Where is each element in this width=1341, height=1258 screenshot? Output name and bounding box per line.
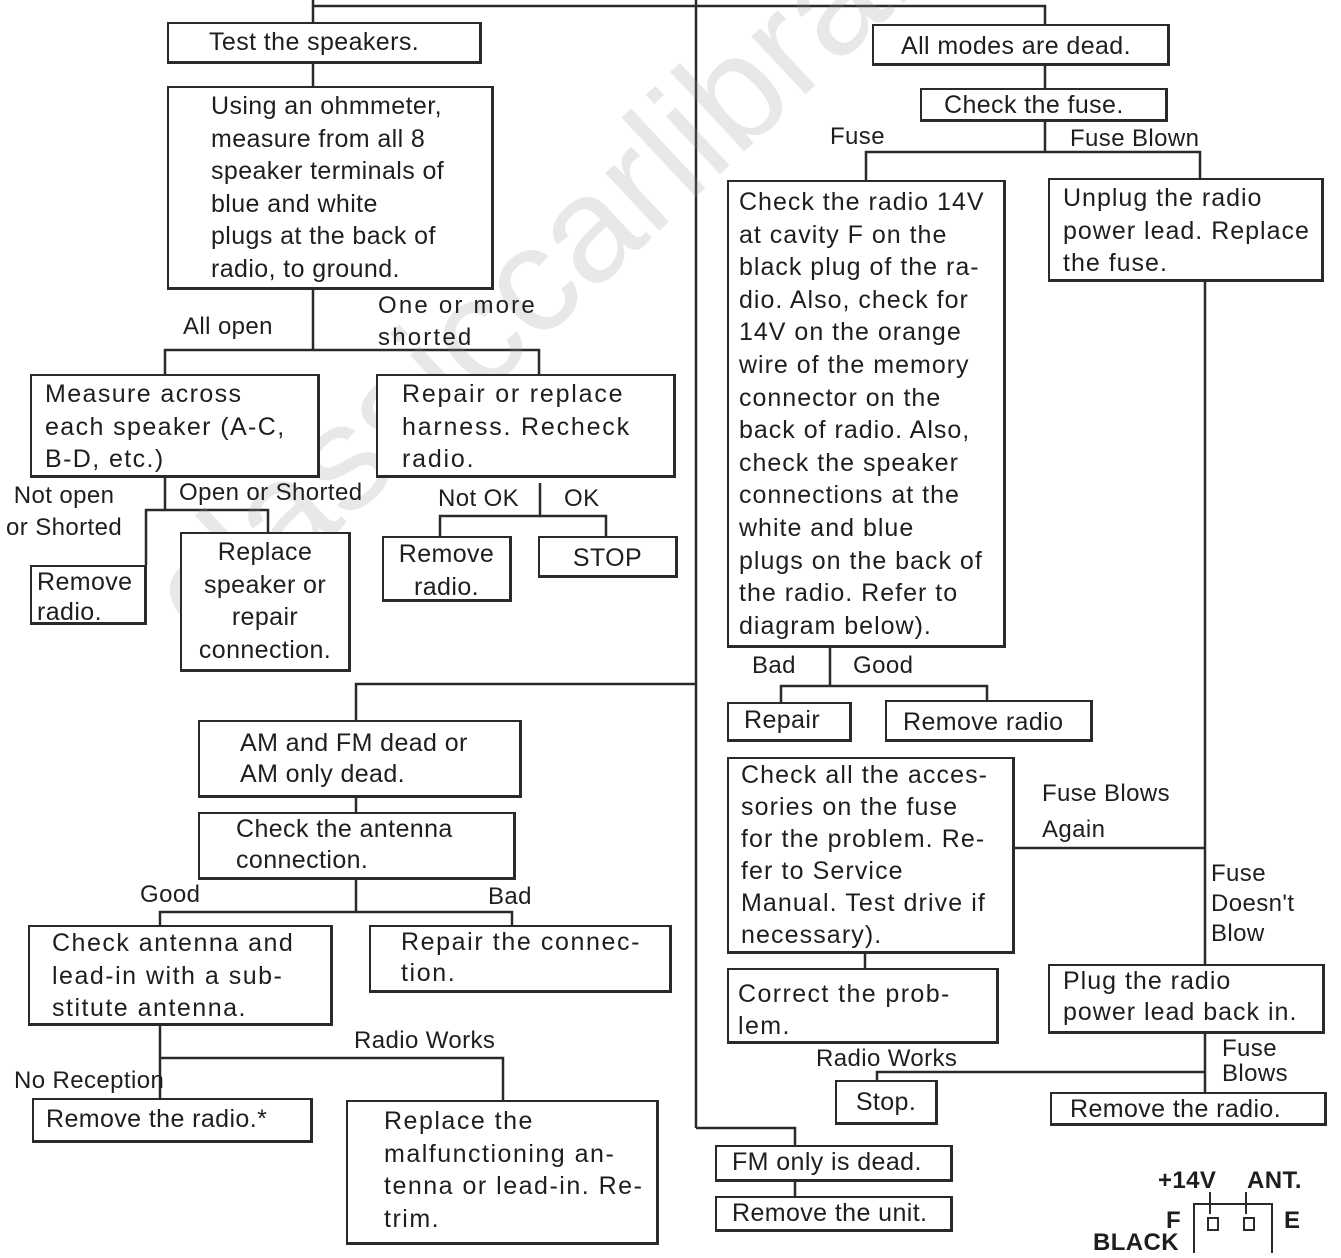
remove-radio-box-4: Remove the radio.	[1050, 1092, 1327, 1126]
label-fuse-blows-again: Fuse Blows Again	[1042, 780, 1171, 843]
connector-black-label: BLACK	[1093, 1229, 1179, 1256]
label-fuse-blown: Fuse Blown	[1070, 125, 1200, 152]
connector-f-label: F	[1166, 1207, 1182, 1234]
correct-problem-box: Correct the prob- lem.	[727, 968, 999, 1044]
remove-radio-box-3: Remove radio	[885, 700, 1093, 742]
connector-plus14v-label: +14V	[1158, 1167, 1217, 1194]
remove-radio-star-box: Remove the radio.*	[32, 1098, 313, 1143]
repair-harness-box: Repair or replace harness. Recheck radio…	[376, 374, 676, 478]
replace-antenna-box: Replace the malfunctioning an- tenna or …	[346, 1100, 659, 1245]
stop-box-2: Stop.	[835, 1080, 938, 1125]
measure-across-box: Measure across each speaker (A-C, B-D, e…	[30, 374, 320, 478]
check-accessories-box: Check all the acces- sories on the fuse …	[727, 757, 1015, 954]
label-not-open-or-shorted: Not open or Shorted	[6, 482, 123, 541]
fm-only-dead-box: FM only is dead.	[715, 1145, 953, 1182]
connector-pin-f	[1207, 1217, 1219, 1231]
label-open-or-shorted: Open or Shorted	[179, 479, 363, 506]
check-14v-box: Check the radio 14V at cavity F on the b…	[727, 180, 1006, 648]
remove-radio-box-2: Remove radio.	[382, 536, 512, 602]
label-fuse: Fuse	[830, 123, 885, 150]
replace-speaker-box: Replace speaker or repair connection.	[180, 532, 351, 672]
connector-plug	[1193, 1203, 1273, 1253]
label-bad: Bad	[752, 652, 796, 679]
label-radio-works-1: Radio Works	[354, 1027, 496, 1054]
label-fuse-blows: Fuse Blows	[1222, 1035, 1289, 1087]
label-ok: OK	[564, 485, 600, 512]
label-not-ok: Not OK	[438, 485, 520, 512]
connector-ant-label: ANT.	[1247, 1167, 1302, 1194]
stop-box-1: STOP	[538, 536, 678, 578]
remove-radio-box-1: Remove radio.	[30, 565, 147, 625]
ohmmeter-box: Using an ohmmeter, measure from all 8 sp…	[167, 86, 494, 290]
unplug-lead-box: Unplug the radio power lead. Replace the…	[1048, 178, 1324, 282]
connector-pin-leads	[1209, 1192, 1247, 1214]
test-speakers-box: Test the speakers.	[167, 22, 482, 64]
label-one-or-more-shorted: One or more shorted	[378, 292, 537, 351]
check-fuse-box: Check the fuse.	[920, 88, 1168, 122]
label-good: Good	[853, 652, 914, 679]
label-no-reception: No Reception	[14, 1067, 165, 1094]
connector-e-label: E	[1284, 1207, 1301, 1234]
plug-back-box: Plug the radio power lead back in.	[1048, 964, 1325, 1034]
label-radio-works-2: Radio Works	[816, 1045, 958, 1072]
label-bad-antenna: Bad	[488, 883, 532, 910]
check-antenna-substitute-box: Check antenna and lead-in with a sub- st…	[28, 925, 333, 1026]
label-good-antenna: Good	[140, 881, 201, 908]
repair-box: Repair	[727, 702, 852, 742]
connector-pin-e	[1243, 1217, 1255, 1231]
repair-connection-box: Repair the connec- tion.	[369, 925, 672, 993]
am-fm-dead-box: AM and FM dead or AM only dead.	[198, 720, 522, 798]
all-modes-dead-box: All modes are dead.	[872, 24, 1170, 66]
label-all-open: All open	[183, 313, 273, 340]
label-fuse-doesnt-blow: Fuse Doesn't Blow	[1211, 860, 1295, 947]
remove-unit-box: Remove the unit.	[715, 1196, 953, 1232]
check-antenna-connection-box: Check the antenna connection.	[198, 812, 516, 880]
